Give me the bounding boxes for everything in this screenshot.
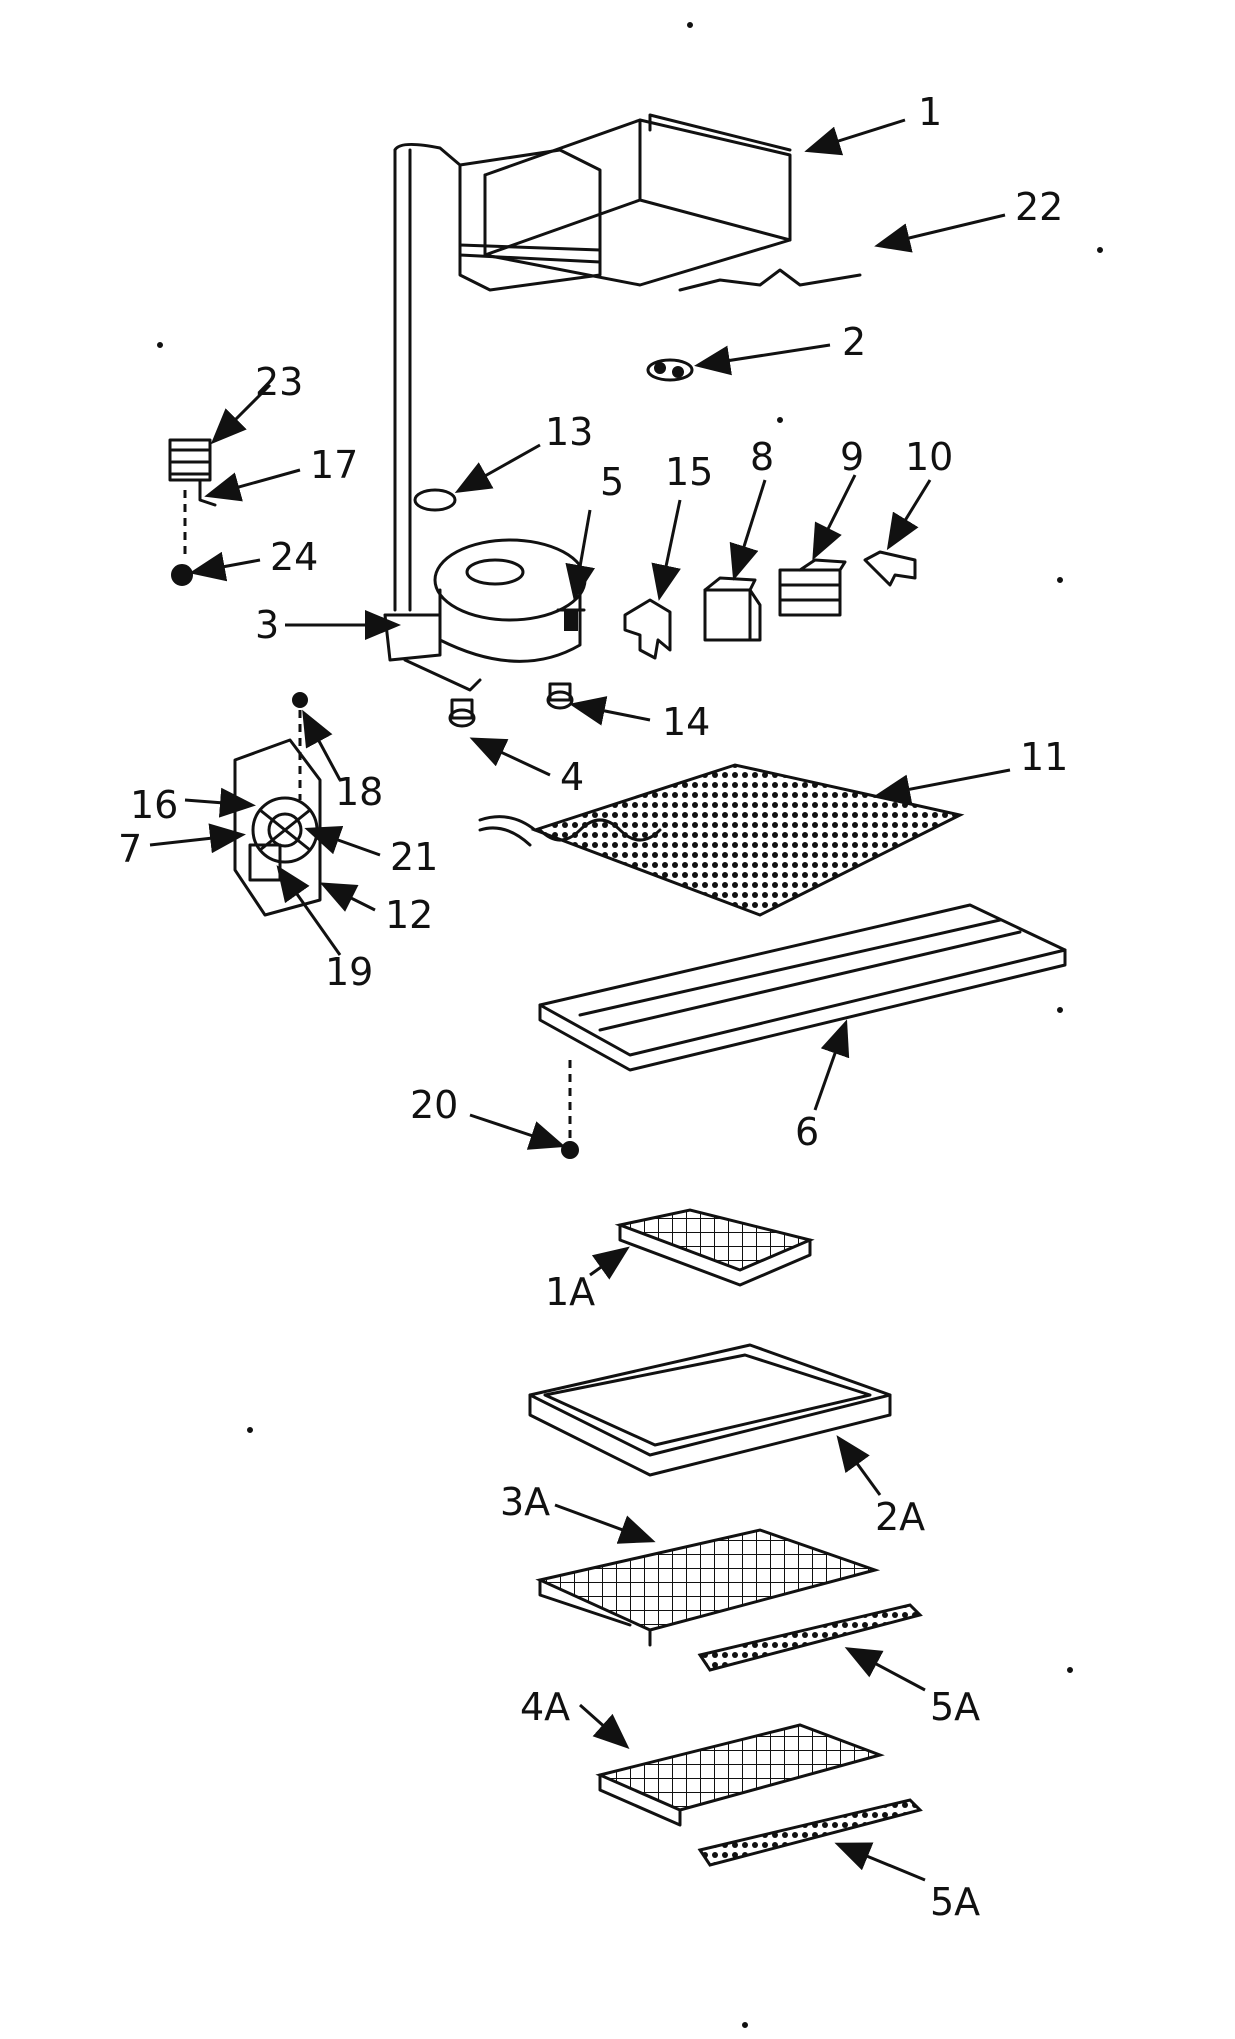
part-1A-ice-tray <box>614 1208 815 1272</box>
part-6-rail <box>538 903 1067 1072</box>
part-9-overload <box>778 558 847 617</box>
label-15: 15 <box>665 450 713 494</box>
label-18: 18 <box>335 770 383 814</box>
part-23-relay <box>168 438 217 507</box>
part-8-relay <box>703 576 762 642</box>
part-22-wire <box>678 268 862 292</box>
part-labels: 1 22 2 23 17 24 13 5 15 8 9 10 3 14 4 18… <box>118 90 1068 1924</box>
label-10: 10 <box>905 435 953 479</box>
label-23: 23 <box>255 360 303 404</box>
label-2A: 2A <box>875 1495 925 1539</box>
label-17: 17 <box>310 443 358 487</box>
label-3: 3 <box>255 603 279 647</box>
label-24: 24 <box>270 535 318 579</box>
label-4A: 4A <box>520 1685 570 1729</box>
label-5A-2: 5A <box>930 1880 980 1924</box>
part-4A-shelf <box>595 1723 885 1812</box>
label-14: 14 <box>662 700 710 744</box>
part-12-fan-bracket <box>233 738 322 917</box>
label-7: 7 <box>118 827 142 871</box>
part-5A-strip-2 <box>697 1798 923 1867</box>
part-3A-shelf <box>535 1528 881 1632</box>
label-22: 22 <box>1015 185 1063 229</box>
part-2A-tray <box>528 1343 892 1477</box>
label-11: 11 <box>1020 735 1068 779</box>
label-5A-1: 5A <box>930 1685 980 1729</box>
part-13-drier <box>413 488 457 512</box>
label-2: 2 <box>842 320 866 364</box>
part-2-clip <box>646 358 694 382</box>
part-1-bracket <box>393 113 792 612</box>
part-24-nut <box>171 564 193 586</box>
part-14-grommet <box>546 682 574 710</box>
part-10-clip <box>863 550 917 587</box>
label-12: 12 <box>385 893 433 937</box>
label-1A: 1A <box>545 1270 595 1314</box>
label-16: 16 <box>130 783 178 827</box>
part-5A-strip-1 <box>697 1603 923 1672</box>
part-5-screw <box>556 608 586 631</box>
part-15-cover <box>623 598 672 660</box>
label-9: 9 <box>840 435 864 479</box>
label-20: 20 <box>410 1083 458 1127</box>
label-5: 5 <box>600 460 624 504</box>
label-19: 19 <box>325 950 373 994</box>
leader-arrows <box>149 118 1011 1882</box>
label-21: 21 <box>390 835 438 879</box>
label-13: 13 <box>545 410 593 454</box>
label-1: 1 <box>918 90 942 134</box>
scan-specks <box>157 22 1103 2028</box>
part-4-grommet <box>448 698 476 728</box>
part-18-screw <box>292 692 308 708</box>
label-4: 4 <box>560 755 584 799</box>
part-3-compressor <box>383 538 587 692</box>
label-3A: 3A <box>500 1480 550 1524</box>
part-11-condenser <box>478 763 965 917</box>
label-8: 8 <box>750 435 774 479</box>
label-6: 6 <box>795 1110 819 1154</box>
part-20-screw <box>561 1141 579 1159</box>
